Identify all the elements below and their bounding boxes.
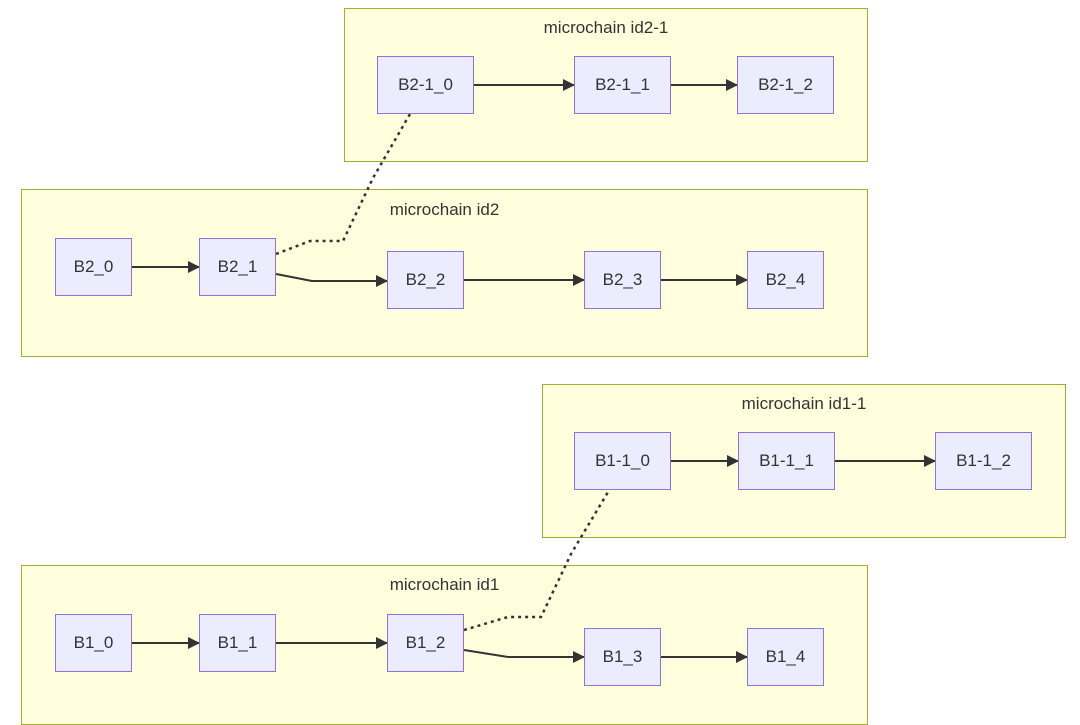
node-b2-2[interactable]: B2_2 <box>387 251 464 309</box>
edge-b2-1-to-b2-2 <box>275 273 388 287</box>
cluster-title: microchain id1 <box>389 575 500 594</box>
node-b1-1-1[interactable]: B1-1_1 <box>738 432 835 490</box>
node-b2-1-0[interactable]: B2-1_0 <box>377 56 474 114</box>
cluster-microchain-id2: microchain id2 <box>21 189 868 357</box>
node-b2-0[interactable]: B2_0 <box>55 238 132 296</box>
node-b1-0[interactable]: B1_0 <box>55 614 132 672</box>
cluster-title: microchain id2-1 <box>543 18 669 37</box>
node-b2-1-1[interactable]: B2-1_1 <box>574 56 671 114</box>
cluster-title: microchain id1-1 <box>741 394 867 413</box>
edge-b1-2-to-b1-1-0-dotted <box>463 491 610 632</box>
cluster-title: microchain id2 <box>389 200 500 219</box>
node-b1-3[interactable]: B1_3 <box>584 628 661 686</box>
node-b2-1[interactable]: B2_1 <box>199 238 276 296</box>
edge-b1-2-to-b1-3 <box>463 649 585 663</box>
node-b2-3[interactable]: B2_3 <box>584 251 661 309</box>
node-b1-1-0[interactable]: B1-1_0 <box>574 432 671 490</box>
node-b1-1[interactable]: B1_1 <box>199 614 276 672</box>
edge-b2-1-to-b2-1-0-dotted <box>275 113 412 256</box>
node-b2-4[interactable]: B2_4 <box>747 251 824 309</box>
node-b1-1-2[interactable]: B1-1_2 <box>935 432 1032 490</box>
node-b1-2[interactable]: B1_2 <box>387 614 464 672</box>
node-b1-4[interactable]: B1_4 <box>747 628 824 686</box>
node-b2-1-2[interactable]: B2-1_2 <box>737 56 834 114</box>
